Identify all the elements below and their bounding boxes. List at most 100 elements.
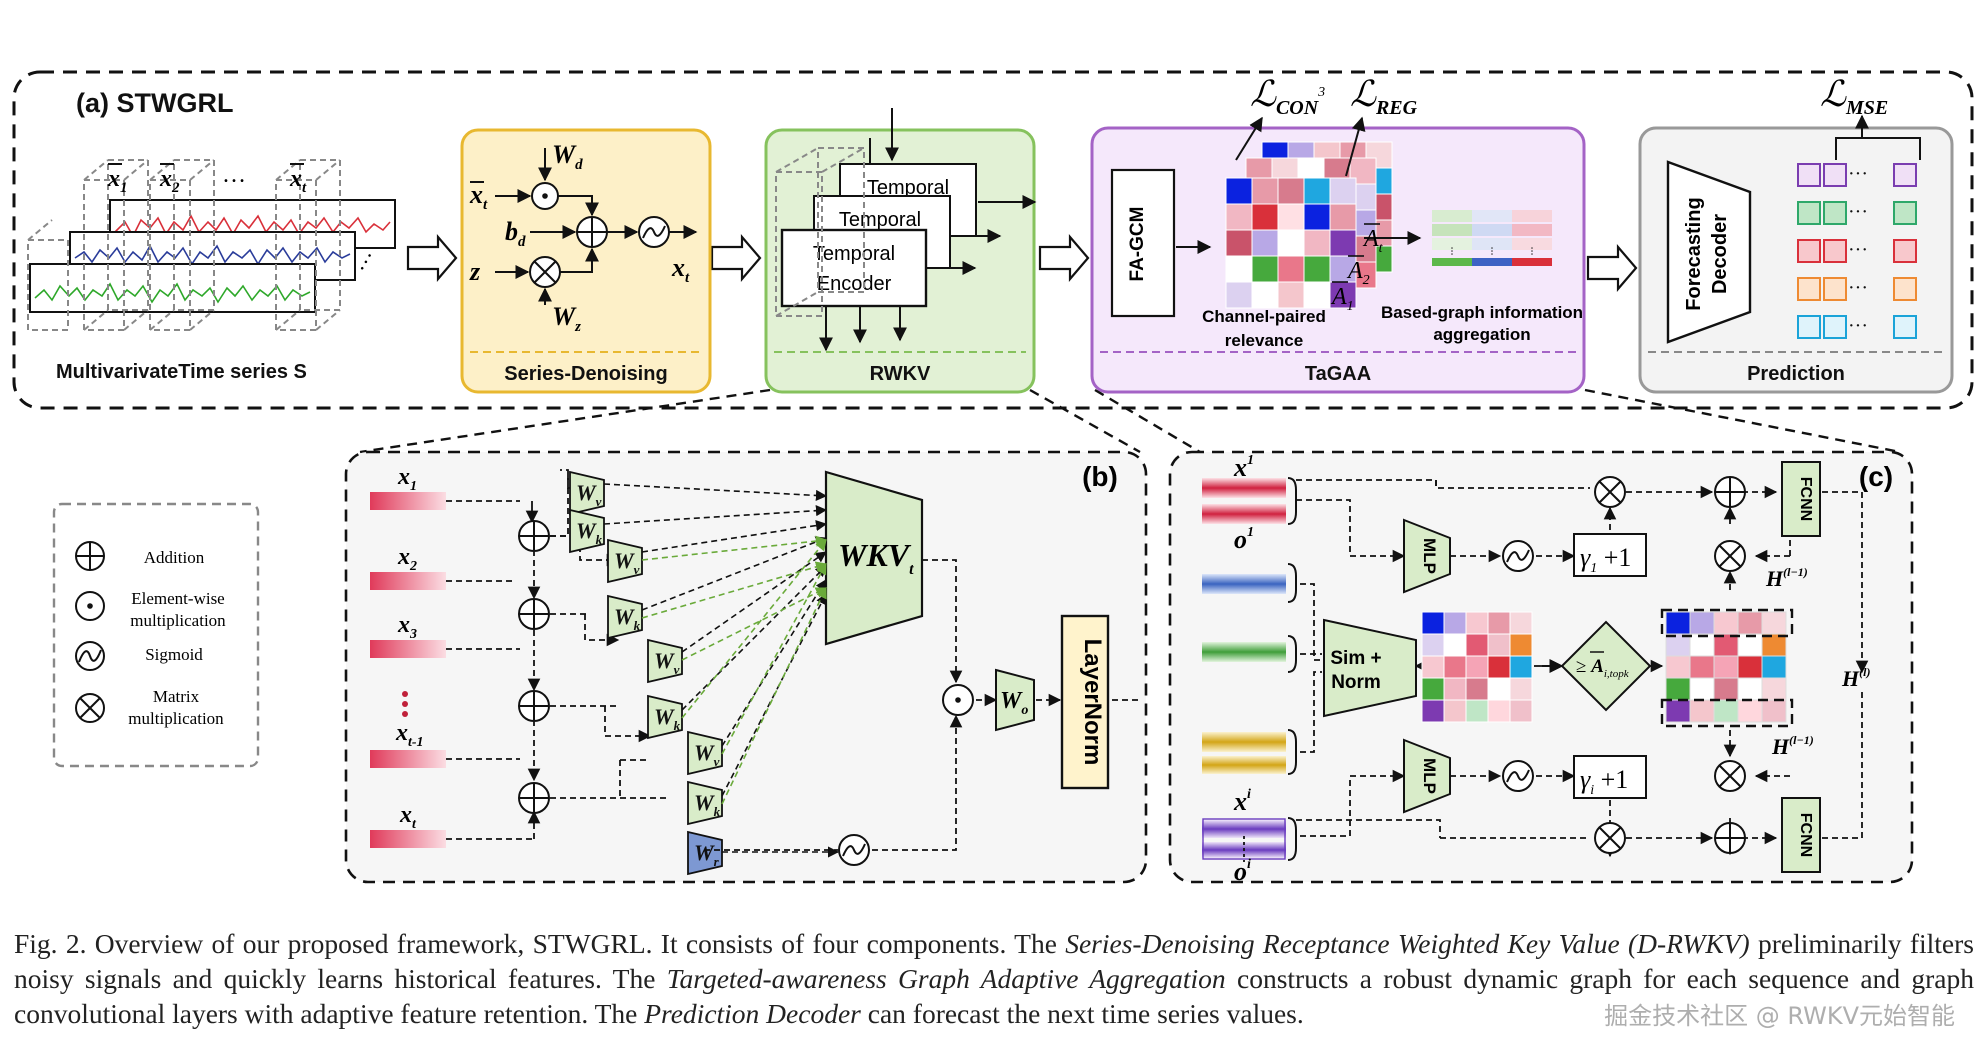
sparse-cell	[1737, 633, 1763, 657]
gamma1-label: γ1 +1	[1580, 543, 1631, 576]
aggregation-bar	[1472, 224, 1512, 236]
vertical-dots	[402, 691, 408, 717]
aggregation-dot	[1451, 247, 1453, 249]
panel-b-addition-nodes	[518, 520, 550, 814]
sparse-cell	[1713, 655, 1739, 679]
watermark: 掘金技术社区 @ RWKV元始智能	[1604, 1002, 1955, 1030]
heatmap-cell	[1225, 255, 1253, 283]
weight-block	[687, 830, 723, 876]
prediction-cell	[1893, 239, 1917, 263]
sparse-cell	[1737, 677, 1763, 701]
sparse-cell	[1761, 611, 1787, 635]
prediction-cell	[1797, 277, 1821, 301]
prediction-title: Prediction	[1747, 363, 1845, 385]
agg-label-1: Based-graph information	[1381, 303, 1583, 322]
similarity-cell	[1509, 611, 1533, 635]
legend-addition-label: Addition	[144, 548, 205, 567]
legend-matrix-label-1: Matrix	[153, 687, 200, 706]
series-line-red	[114, 214, 391, 238]
heatmap-cell	[1329, 203, 1357, 231]
wkv-input-arrows	[603, 483, 840, 858]
similarity-cell	[1487, 633, 1511, 657]
sparse-cell	[1665, 633, 1691, 657]
gammai-box	[1573, 755, 1647, 799]
prediction-dots: ···	[1848, 277, 1868, 299]
weight-block	[569, 508, 605, 554]
threshold-label: ≥ Ai,topk	[1576, 656, 1630, 680]
mlp-top	[1403, 518, 1451, 594]
prediction-cell	[1893, 277, 1917, 301]
similarity-cell	[1421, 699, 1445, 723]
legend-elementwise-label-1: Element-wise	[131, 589, 224, 608]
c-xi-label: xi	[1233, 787, 1251, 816]
channel-label-1: Channel-paired	[1202, 307, 1326, 326]
heatmap-cell	[1303, 203, 1331, 231]
xbar-1-label: x1	[107, 166, 128, 196]
rwkv-block: RWKV Temporal Temporal Temporal Encoder	[764, 108, 1037, 394]
temporal-encoder-line-1: Temporal	[813, 243, 895, 265]
sparse-cell	[1689, 655, 1715, 679]
prediction-cell	[1797, 163, 1821, 187]
input-bar-x2	[370, 572, 446, 590]
heatmap-cell	[1329, 229, 1357, 257]
prediction-dots: ···	[1848, 163, 1868, 185]
prediction-dots: ···	[1848, 201, 1868, 223]
aggregation-base-bar	[1472, 258, 1512, 266]
heatmap-cell	[1277, 203, 1305, 231]
mlp-bottom	[1403, 738, 1451, 814]
panel-c-nodes	[1594, 476, 1746, 854]
prediction-cell	[1797, 239, 1821, 263]
heatmap-cell	[1251, 203, 1279, 231]
sparse-cell	[1713, 633, 1739, 657]
panel-a-border	[12, 70, 1974, 410]
forecasting-decoder-shape	[1666, 160, 1752, 344]
similarity-cell	[1465, 655, 1489, 679]
wkv-label: WKVt	[838, 537, 914, 578]
heatmap-cell	[1277, 255, 1305, 283]
sparse-cell	[1665, 611, 1691, 635]
caption-emph-1: Series-Denoising Receptance Weighted Key…	[1065, 928, 1750, 959]
weight-block	[607, 594, 643, 640]
temporal-encoder-line-2: Encoder	[817, 273, 892, 295]
similarity-cell	[1465, 633, 1489, 657]
panel-a: (a) STWGRL	[12, 70, 1974, 410]
temporal-back-1-label: Temporal	[839, 209, 921, 231]
sparse-cell	[1761, 677, 1787, 701]
xbar-dots-label: …	[222, 162, 246, 188]
heatmap-cell	[1277, 177, 1305, 205]
weight-block	[569, 470, 605, 516]
aggregation-dot	[1451, 250, 1453, 252]
wkv-arrow	[681, 565, 827, 711]
aggregation-dot	[1491, 250, 1493, 252]
heatmap-cell	[1251, 255, 1279, 283]
similarity-cell	[1487, 677, 1511, 701]
loss-mse-sub: MSE	[1845, 97, 1888, 119]
similarity-cell	[1509, 677, 1533, 701]
fcnn-top-label: FCNN	[1797, 477, 1814, 521]
legend: Addition Element-wise multiplication Sig…	[52, 502, 260, 768]
channel-relevance-heatmaps	[1225, 141, 1393, 309]
series-line-green	[34, 282, 311, 304]
input-bar-x1	[370, 492, 446, 510]
layernorm-block	[1060, 614, 1110, 790]
sparse-cell	[1737, 611, 1763, 635]
tagaa-block: TaGAA FA-GCM Channel-paired relevance ℒC…	[1090, 74, 1586, 394]
series-line-blue	[74, 244, 351, 266]
fagcm-box	[1110, 168, 1176, 318]
heatmap-cell	[1251, 281, 1279, 309]
c-input-purple-1	[1202, 820, 1286, 838]
series-label: MultivarivateTime series S	[56, 361, 307, 383]
prediction-cell	[1823, 163, 1847, 187]
heatmap-cell	[1225, 281, 1253, 309]
similarity-cell	[1443, 633, 1467, 657]
aggregation-dot	[1531, 250, 1533, 252]
mlp-top-label: MLP	[1420, 538, 1439, 574]
similarity-cell	[1443, 611, 1467, 635]
weight-block	[647, 638, 683, 684]
panel-a-title: (a) STWGRL	[76, 88, 233, 118]
sparse-cell	[1761, 655, 1787, 679]
wkv-arrow	[603, 483, 828, 502]
wkv-arrow	[603, 505, 828, 525]
input-bar-xt	[370, 830, 446, 848]
similarity-cell	[1465, 611, 1489, 635]
